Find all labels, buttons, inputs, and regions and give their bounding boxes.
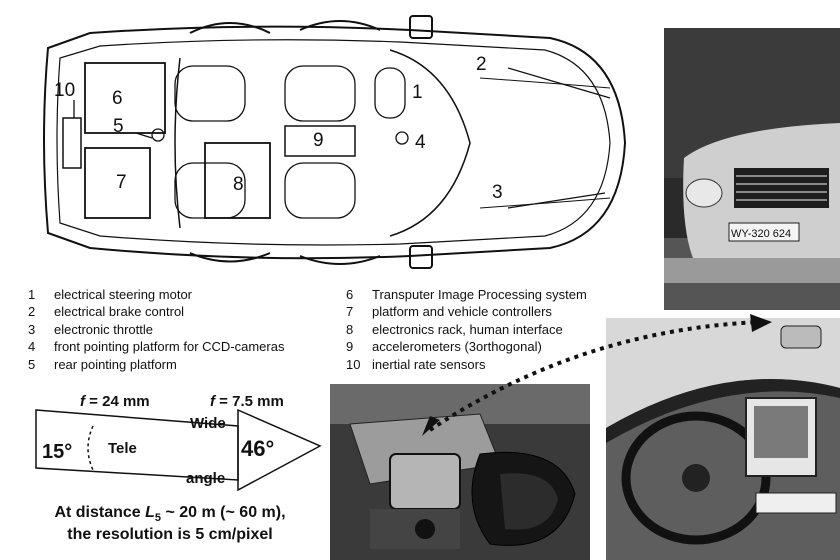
label-10: 10 (54, 80, 75, 101)
legend-left: 1 electrical steering motor 2 electrical b… (28, 286, 284, 373)
wide-wedge (237, 408, 322, 492)
legend-item: 9 accelerometers (3orthogonal) (346, 338, 587, 355)
tele-angle-arrow (87, 425, 94, 471)
label-7: 7 (116, 172, 127, 193)
box-7 (84, 147, 151, 219)
camera-platform-front (395, 131, 409, 145)
car-body-inner (56, 39, 611, 246)
angle-label: angle (186, 470, 225, 487)
legend-item: 8 electronics rack, human interface (346, 321, 587, 338)
legend-text: electronics rack, human interface (372, 321, 563, 337)
label-2: 2 (476, 54, 487, 75)
seat-front-right (284, 162, 356, 219)
legend-text: front pointing platform for CCD-cameras (54, 339, 285, 355)
legend-text: platform and vehicle controllers (372, 304, 552, 320)
dotted-pointer-arrow (422, 314, 772, 436)
f-symbol-tele: f (80, 393, 87, 410)
angle-tele: 15° (42, 441, 72, 463)
box-8 (204, 142, 271, 219)
label-5: 5 (113, 116, 124, 137)
steering-wheel (374, 67, 406, 119)
legend-item: 1 electrical steering motor (28, 286, 284, 303)
leader-5 (135, 132, 153, 139)
box-10 (62, 117, 82, 169)
legend-num: 4 (28, 339, 36, 355)
legend-num: 5 (28, 356, 36, 372)
resolution-line-2: the resolution is 5 cm/pixel (67, 526, 273, 543)
legend-item: 7 platform and vehicle controllers (346, 303, 587, 320)
rear-window (174, 57, 181, 229)
resolution-prefix: At distance (54, 504, 146, 521)
wheel-arch-front-bottom (189, 252, 271, 263)
photo-car-front: WY-320 624 (664, 28, 840, 310)
distance-symbol: L (145, 504, 155, 521)
legend-num: 9 (346, 339, 354, 355)
legend-item: 2 electrical brake control (28, 303, 284, 320)
seat-front-left (284, 65, 356, 122)
angle-wide: 46° (241, 436, 274, 461)
photo-interior (606, 318, 840, 560)
field-of-view-diagram: f = 24 mm f = 7.5 mm 15° Tele Wide angle… (35, 393, 322, 492)
legend-text: electrical steering motor (54, 287, 192, 302)
legend-item: 3 electronic throttle (28, 321, 284, 338)
camera-platform-image (330, 384, 590, 560)
f-symbol-wide: f (210, 393, 217, 410)
label-8: 8 (233, 174, 244, 195)
wheel-arch-rear-top (299, 20, 381, 31)
license-plate: WY-320 624 (731, 228, 791, 240)
interior-image (606, 318, 840, 560)
svg-text:f = 7.5 mm: f = 7.5 mm (210, 393, 284, 410)
wide-label: Wide (190, 415, 226, 432)
f-wide-value: = 7.5 mm (219, 393, 284, 410)
legend-text: electrical brake control (54, 304, 185, 320)
legend-num: 10 (346, 356, 361, 372)
mirror-top (409, 15, 433, 39)
tele-label: Tele (108, 440, 137, 457)
leader-2 (507, 67, 611, 99)
legend-text: Transputer Image Processing system (372, 287, 587, 302)
box-6 (84, 62, 166, 134)
hood-line-2 (479, 197, 611, 209)
seat-rear-left (174, 65, 246, 122)
car-top-view-diagram: 10 6 5 7 8 9 4 1 2 3 (43, 15, 627, 269)
label-1: 1 (412, 82, 423, 103)
leader-3 (507, 192, 606, 209)
legend-num: 7 (346, 304, 354, 320)
legend-num: 6 (346, 287, 354, 302)
legend-num: 8 (346, 321, 354, 337)
legend-text: inertial rate sensors (372, 356, 486, 372)
legend-item: 4 front pointing platform for CCD-cameras (28, 338, 284, 355)
mirror-bottom (409, 245, 433, 269)
wheel-arch-rear-bottom (299, 255, 381, 265)
wheel-arch-front-top (189, 22, 271, 34)
camera-platform-rear (151, 128, 165, 142)
photo-camera-platform (330, 384, 590, 560)
legend-text: accelerometers (3orthogonal) (372, 339, 542, 355)
label-4: 4 (415, 132, 426, 153)
label-9: 9 (313, 130, 324, 151)
legend-item: 6 Transputer Image Processing system (346, 286, 587, 303)
legend-num: 1 (28, 287, 36, 302)
legend-item: 10 inertial rate sensors (346, 356, 587, 373)
windshield (389, 49, 471, 237)
car-body-outline (43, 25, 627, 260)
box-9 (284, 125, 356, 157)
legend-num: 2 (28, 304, 36, 320)
car-front-image: WY-320 624 (664, 28, 840, 310)
label-3: 3 (492, 182, 503, 203)
resolution-line-1: At distance L5 ~ 20 m (~ 60 m), (10, 504, 330, 524)
resolution-suffix: ~ 20 m (~ 60 m), (161, 504, 286, 521)
svg-text:f = 24 mm: f = 24 mm (80, 393, 150, 410)
f-tele-value: = 24 mm (89, 393, 149, 410)
legend-text: electronic throttle (54, 321, 153, 337)
distance-subscript: 5 (154, 512, 162, 525)
hood-line (479, 77, 611, 89)
legend-right: 6 Transputer Image Processing system 7 pla… (346, 286, 587, 373)
legend-text: rear pointing platform (54, 356, 177, 372)
legend-item: 5 rear pointing platform (28, 356, 284, 373)
legend-num: 3 (28, 321, 36, 337)
label-6: 6 (112, 88, 123, 109)
